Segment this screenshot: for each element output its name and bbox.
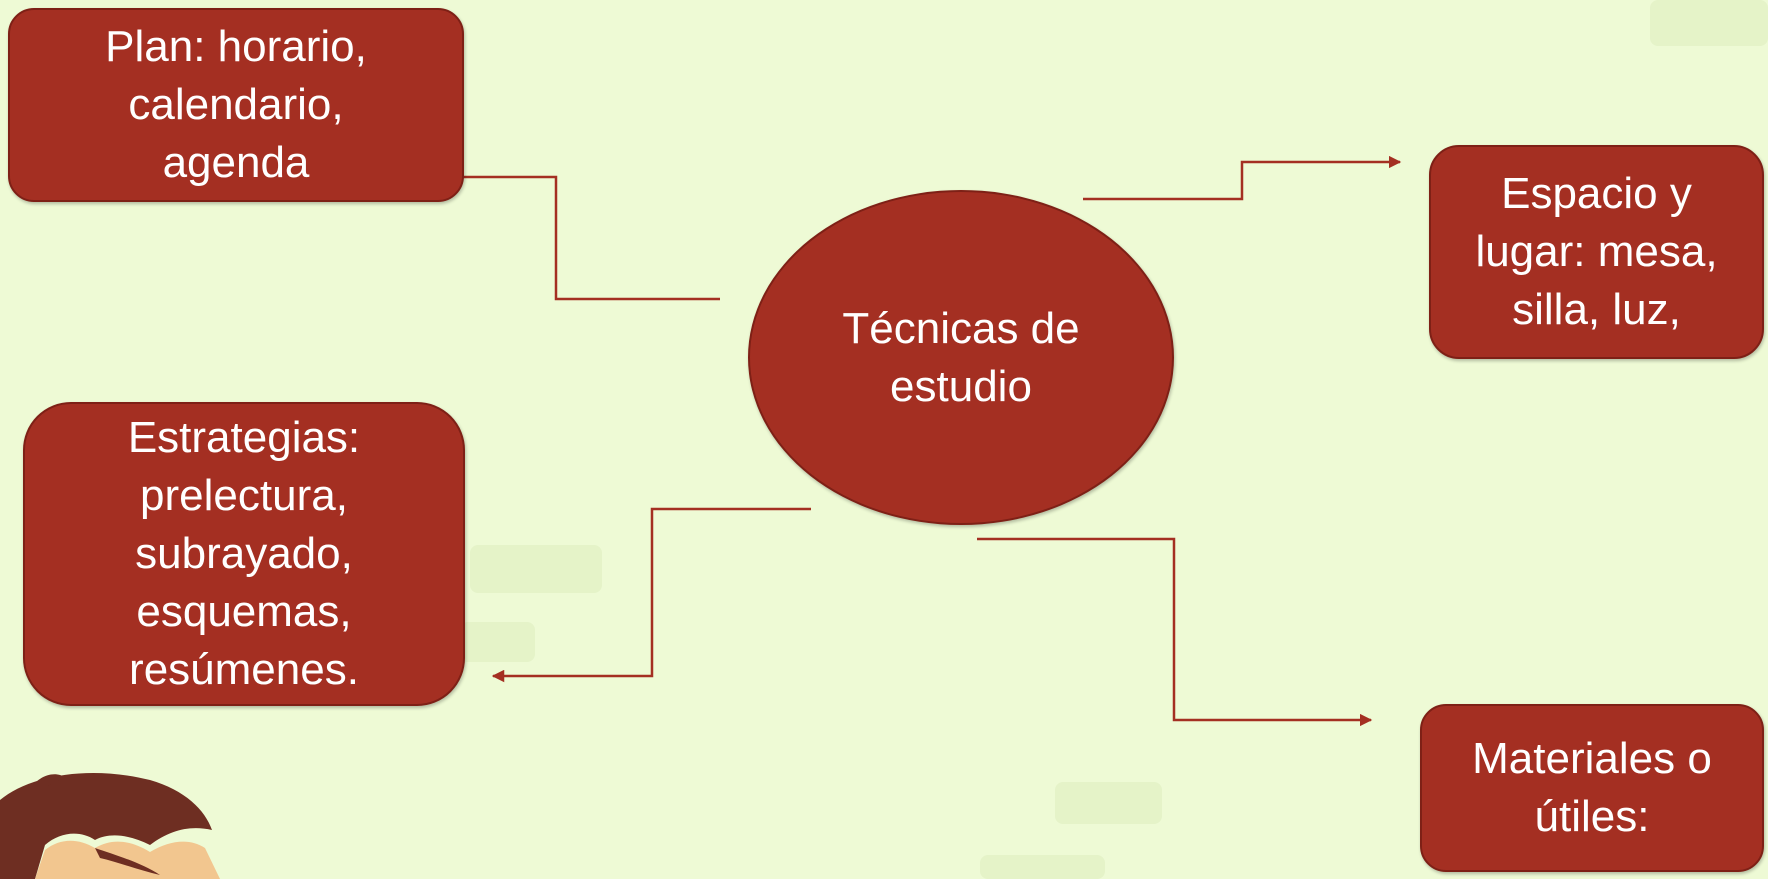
background-smudge bbox=[980, 855, 1105, 879]
node-estrategias: Estrategias: prelectura, subrayado, esqu… bbox=[23, 402, 465, 706]
background-smudge bbox=[460, 622, 535, 662]
character-hair-strand-icon bbox=[95, 848, 160, 875]
node-plan-label: Plan: horario, calendario, agenda bbox=[105, 22, 367, 187]
background-smudge bbox=[1055, 782, 1162, 824]
node-espacio-label: Espacio y lugar: mesa, silla, luz, bbox=[1475, 169, 1718, 334]
node-plan: Plan: horario, calendario, agenda bbox=[8, 8, 464, 202]
node-materiales-label: Materiales o útiles: bbox=[1472, 734, 1712, 841]
node-materiales: Materiales o útiles: bbox=[1420, 704, 1764, 872]
node-center-label: Técnicas de estudio bbox=[842, 303, 1080, 411]
character-hair-icon bbox=[0, 772, 212, 879]
character-hair-tuft-icon bbox=[28, 774, 66, 798]
background-smudge bbox=[1650, 0, 1768, 46]
node-estrategias-label: Estrategias: prelectura, subrayado, esqu… bbox=[127, 413, 361, 694]
connector-estrategias-arrow bbox=[491, 507, 811, 683]
connector-plan bbox=[462, 175, 720, 301]
connector-materiales-arrow bbox=[977, 537, 1373, 727]
connector-espacio-arrow bbox=[1083, 155, 1402, 201]
node-espacio: Espacio y lugar: mesa, silla, luz, bbox=[1429, 145, 1764, 359]
background-smudge bbox=[470, 545, 602, 593]
node-center-ellipse: Técnicas de estudio bbox=[748, 190, 1174, 525]
cartoon-character-illustration bbox=[0, 772, 220, 879]
